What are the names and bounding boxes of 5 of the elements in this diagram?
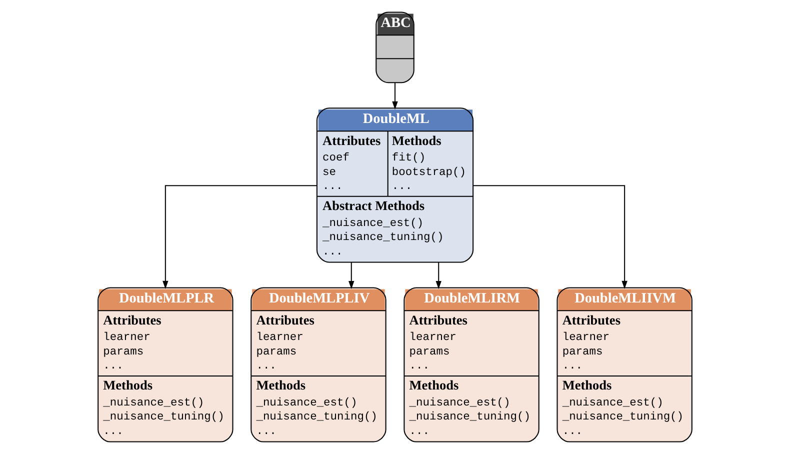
arrow	[435, 262, 441, 290]
arrow	[162, 185, 316, 290]
arrow	[472, 185, 627, 290]
arrow	[392, 82, 398, 110]
arrow	[348, 262, 354, 290]
